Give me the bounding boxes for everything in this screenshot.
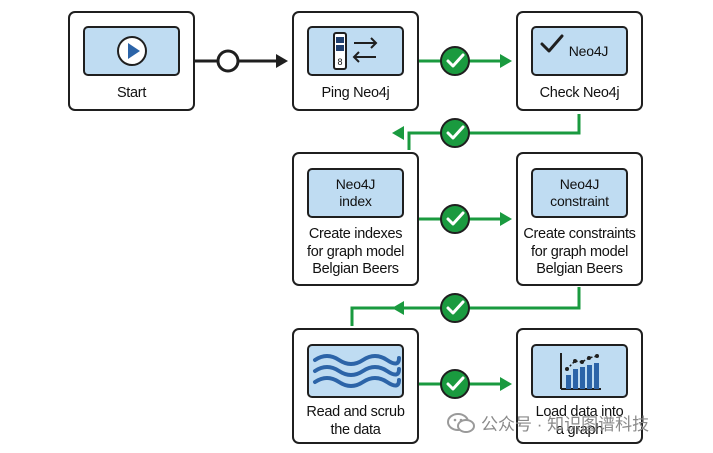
- node-read-scrub: Read and scrub the data: [292, 328, 419, 444]
- node-start: Start: [68, 11, 195, 111]
- success-check-icon: [440, 293, 470, 323]
- inner-text: Neo4J: [568, 42, 609, 59]
- check-box: Neo4J: [531, 26, 628, 76]
- success-check-icon: [440, 46, 470, 76]
- svg-text:8: 8: [337, 57, 342, 67]
- node-create-indexes: Neo4J index Create indexes for graph mod…: [292, 152, 419, 286]
- arrowhead-index-constraint: [500, 212, 512, 226]
- success-check-icon: [440, 369, 470, 399]
- play-icon: [116, 36, 147, 66]
- node-check-neo4j: Neo4J Check Neo4j: [516, 11, 643, 111]
- connector-check-index: [407, 114, 581, 150]
- node-label: Ping Neo4j: [321, 85, 390, 101]
- node-label: Start: [116, 85, 147, 101]
- node-ping-neo4j: 8 Ping Neo4j: [292, 11, 419, 111]
- arrowhead-start-ping: [276, 54, 288, 68]
- node-label: Check Neo4j: [539, 85, 620, 101]
- arrowhead-scrub-load: [500, 377, 512, 391]
- wechat-icon: [447, 412, 475, 433]
- index-box: Neo4J index: [307, 168, 404, 218]
- bar-chart-icon: [559, 353, 601, 390]
- connector-node-circle: [216, 49, 240, 73]
- arrowhead-ping-check: [500, 54, 512, 68]
- inner-text: Neo4J constraint: [550, 176, 609, 209]
- inner-text: Neo4J index: [335, 176, 376, 209]
- success-check-icon: [440, 204, 470, 234]
- scrub-icon-box: [307, 344, 404, 398]
- watermark-text: 公众号 · 知识图谱科技: [481, 415, 650, 434]
- node-load-graph: Load data into a graph: [516, 328, 643, 444]
- database-transfer-icon: 8: [332, 32, 377, 70]
- node-label: Create constraints for graph model Belgi…: [523, 226, 636, 277]
- node-create-constraints: Neo4J constraint Create constraints for …: [516, 152, 643, 286]
- ping-icon-box: 8: [307, 26, 404, 76]
- watermark: 公众号 · 知识图谱科技: [447, 410, 649, 435]
- constraint-box: Neo4J constraint: [531, 168, 628, 218]
- success-check-icon: [440, 118, 470, 148]
- node-label: Load data into a graph: [535, 404, 624, 438]
- node-label: Create indexes for graph model Belgian B…: [306, 226, 405, 277]
- arrowhead-check-index: [392, 126, 404, 140]
- start-icon-box: [83, 26, 180, 76]
- load-icon-box: [531, 344, 628, 398]
- node-label: Read and scrub the data: [306, 404, 405, 438]
- data-waves-icon: [312, 354, 401, 388]
- checkmark-icon: [540, 34, 564, 53]
- arrowhead-constraint-scrub: [392, 301, 404, 315]
